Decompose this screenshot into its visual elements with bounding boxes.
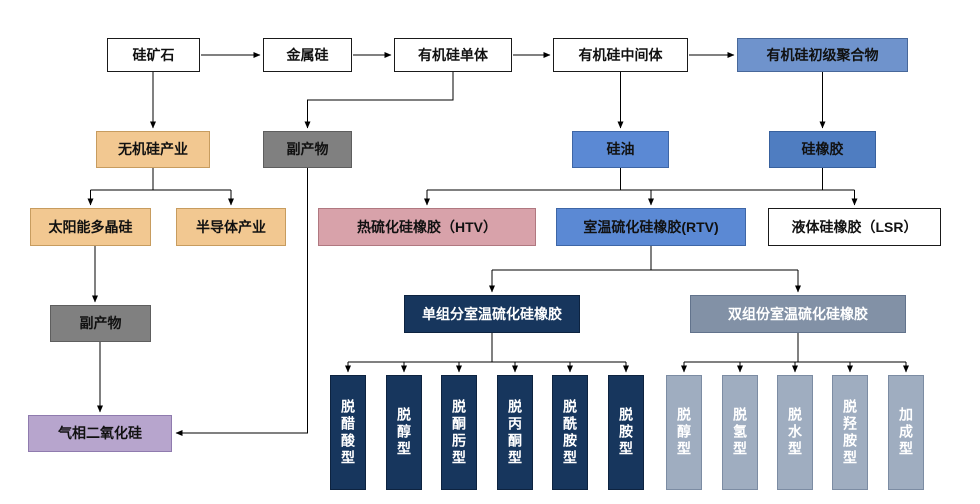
node-htv-rubber: 热硫化硅橡胶（HTV） — [318, 208, 536, 246]
node-organosilicon-primary-polymer: 有机硅初级聚合物 — [737, 38, 908, 72]
node-two-component-type-dehydroxylamine: 脱羟胺型 — [832, 375, 868, 490]
node-one-component-type-deamide: 脱酰胺型 — [552, 375, 588, 490]
node-one-component-rtv: 单组分室温硫化硅橡胶 — [404, 295, 580, 333]
node-one-component-type-deketoxime: 脱酮肟型 — [441, 375, 477, 490]
node-one-component-type-deacetic-acid: 脱醋酸型 — [330, 375, 366, 490]
node-fumed-silica: 气相二氧化硅 — [28, 415, 172, 452]
node-silicon-ore: 硅矿石 — [107, 38, 200, 72]
node-inorganic-silicon-industry: 无机硅产业 — [96, 131, 210, 168]
node-two-component-type-dewater: 脱水型 — [777, 375, 813, 490]
node-byproduct-solar: 副产物 — [50, 305, 151, 342]
node-lsr-rubber: 液体硅橡胶（LSR） — [768, 208, 941, 246]
node-two-component-type-dehydrogen: 脱氢型 — [722, 375, 758, 490]
node-metal-silicon: 金属硅 — [263, 38, 352, 72]
node-organosilicon-intermediate: 有机硅中间体 — [553, 38, 688, 72]
node-solar-polysilicon: 太阳能多晶硅 — [30, 208, 151, 246]
node-silicone-oil: 硅油 — [572, 131, 669, 168]
node-one-component-type-deamine: 脱胺型 — [608, 375, 644, 490]
node-one-component-type-dealcohol: 脱醇型 — [386, 375, 422, 490]
node-two-component-type-addition: 加成型 — [888, 375, 924, 490]
node-organosilicon-monomer: 有机硅单体 — [394, 38, 512, 72]
node-two-component-type-dealcohol: 脱醇型 — [666, 375, 702, 490]
node-semiconductor-industry: 半导体产业 — [176, 208, 286, 246]
node-two-component-rtv: 双组份室温硫化硅橡胶 — [690, 295, 906, 333]
node-byproduct-monomer: 副产物 — [263, 131, 352, 168]
node-one-component-type-deacetone: 脱丙酮型 — [497, 375, 533, 490]
node-rtv-rubber: 室温硫化硅橡胶(RTV) — [556, 208, 746, 246]
node-silicone-rubber: 硅橡胶 — [769, 131, 876, 168]
